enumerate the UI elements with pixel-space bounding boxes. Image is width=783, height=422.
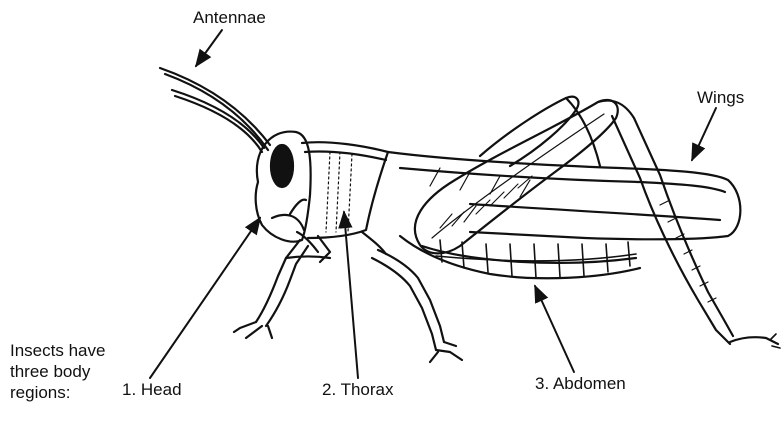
label-head: 1. Head [122,380,182,400]
head-drawing [256,132,318,252]
label-thorax: 2. Thorax [322,380,394,400]
label-arrows [150,30,716,378]
front-leg-drawing [234,240,330,338]
antennae-drawing [160,68,270,152]
note-line-1: Insects have [10,340,105,361]
note-line-3: regions: [10,382,105,403]
body-regions-note: Insects have three body regions: [10,340,105,403]
label-wings: Wings [697,88,744,108]
hind-leg-drawing [415,100,780,348]
abdomen-drawing [400,236,640,278]
note-line-2: three body [10,361,105,382]
label-antennae: Antennae [193,8,266,28]
label-abdomen: 3. Abdomen [535,374,626,394]
